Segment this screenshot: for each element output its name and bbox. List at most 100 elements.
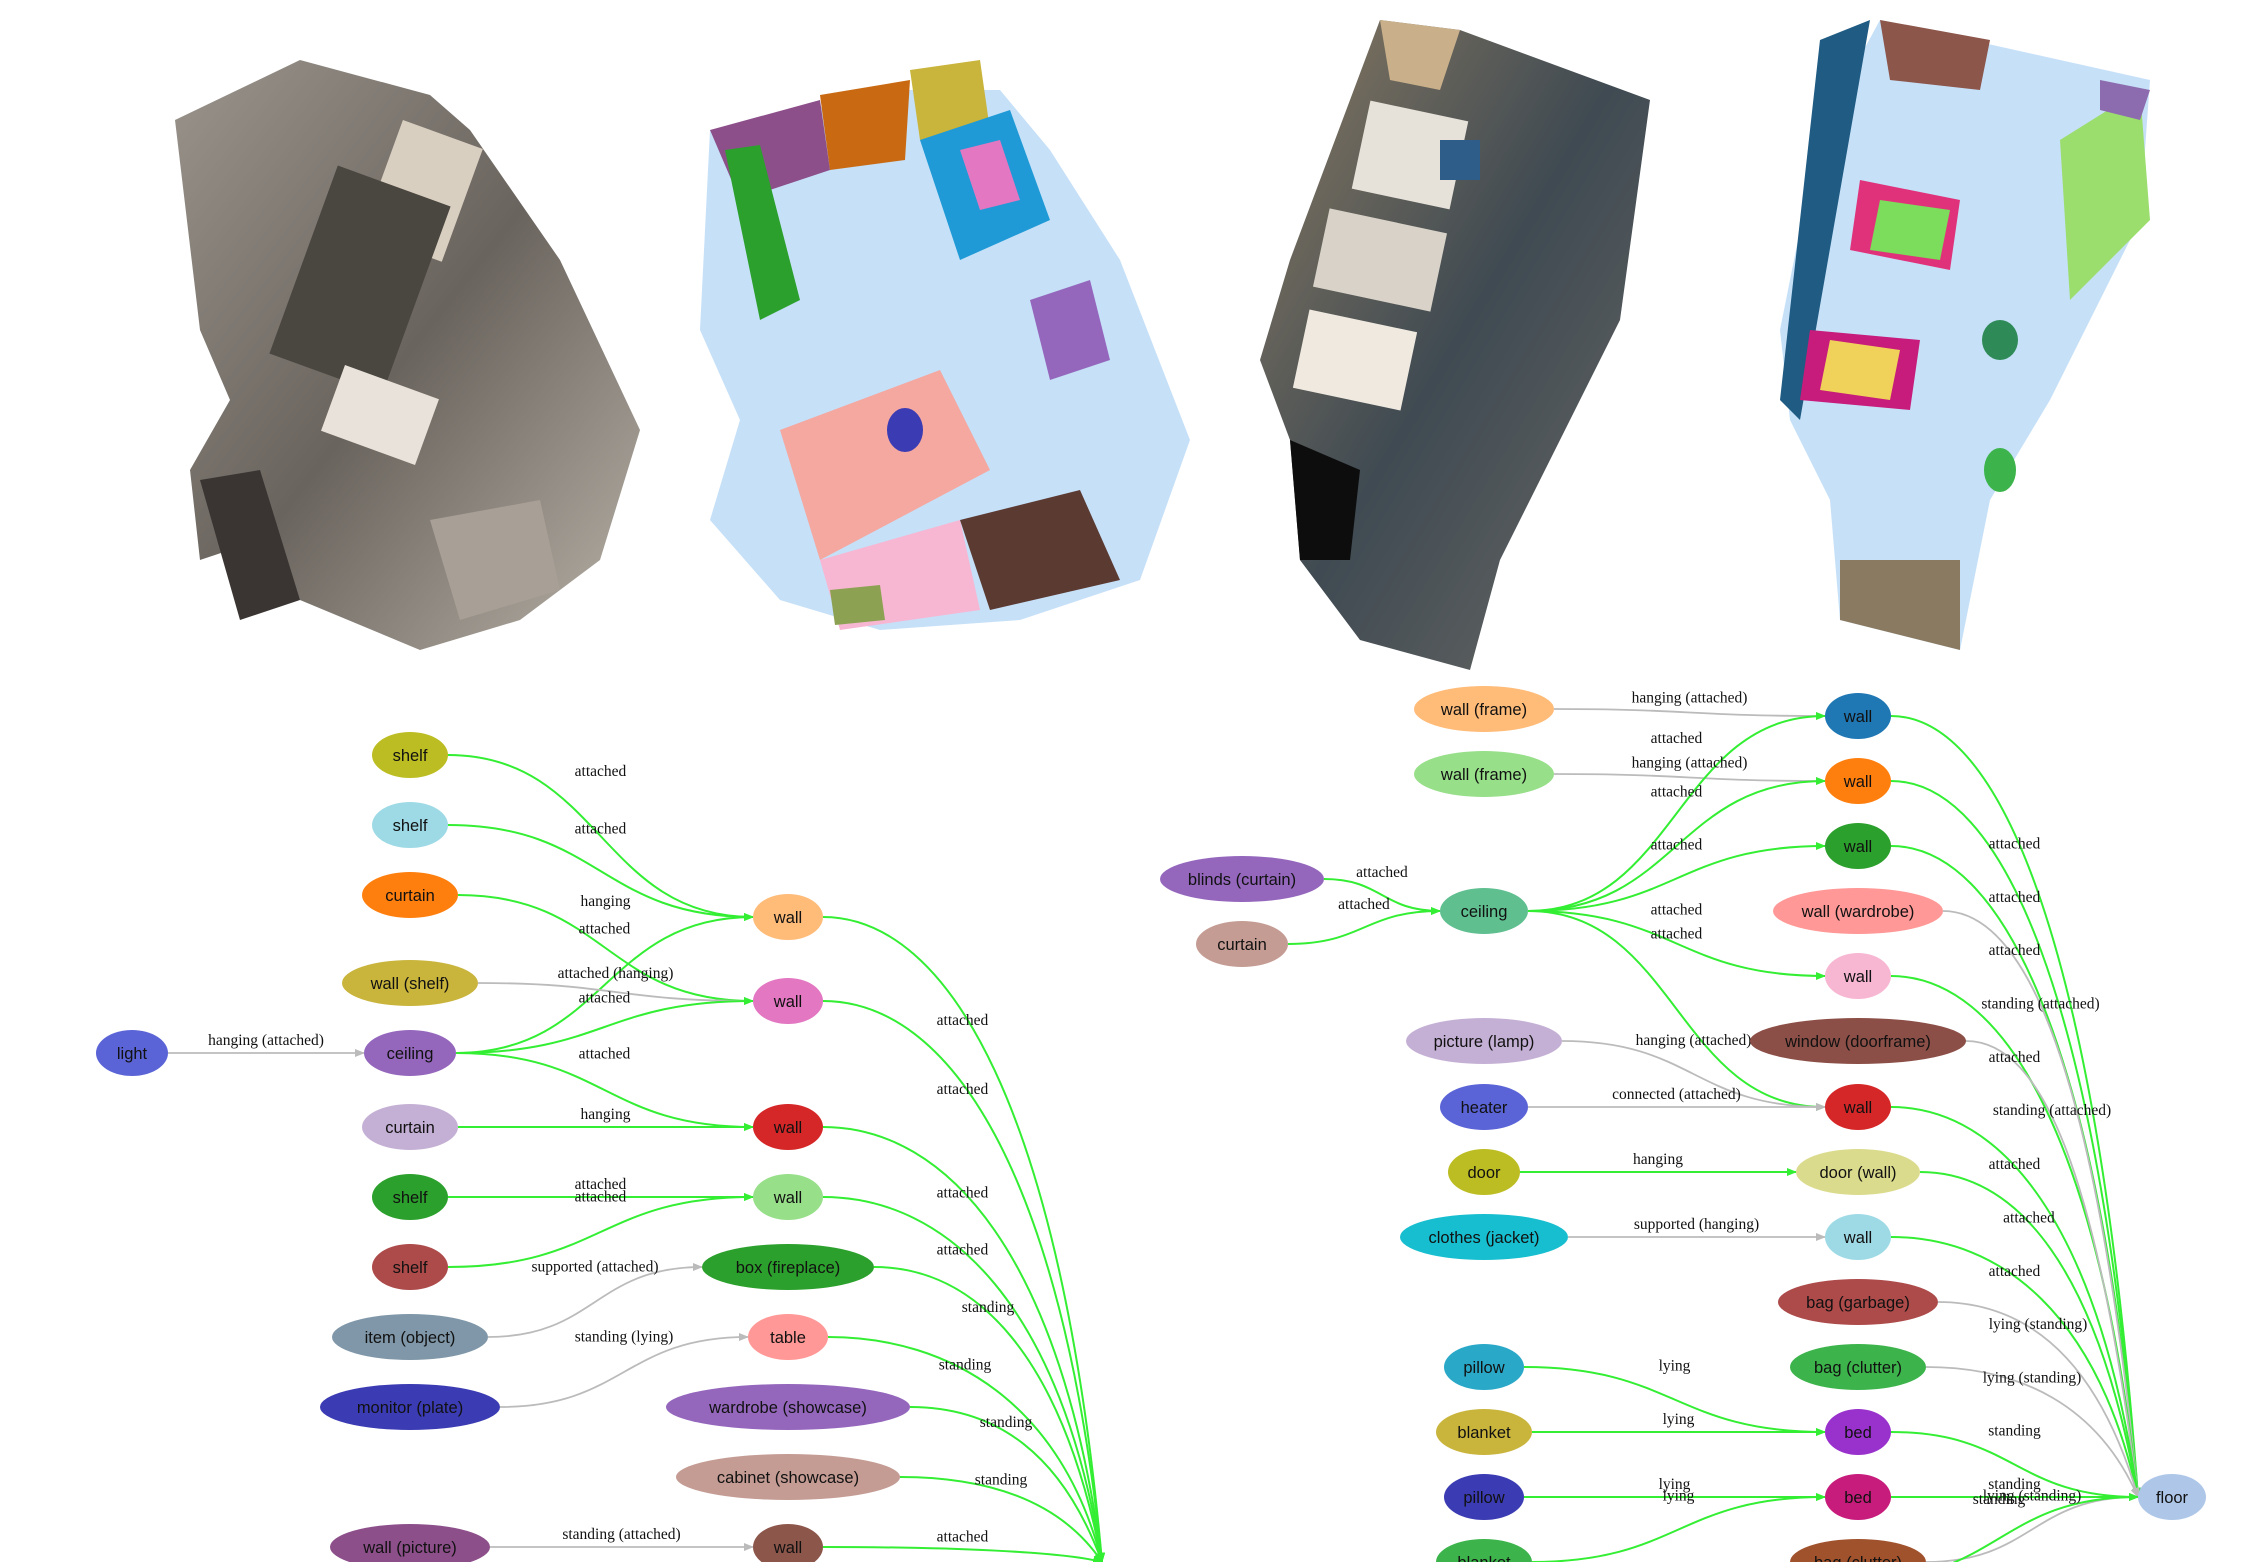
right_graph-node-R_wall_red: wall	[1825, 1084, 1891, 1130]
left_graph-edge-L_item-L_box	[487, 1263, 703, 1338]
right_graph-edge-R_wallframe2-R_wall_orange	[1553, 773, 1826, 785]
right_graph-edge-label: lying (standing)	[1983, 1488, 2082, 1505]
right_graph-node-label: blanket	[1457, 1424, 1511, 1442]
right_graph-node-label: wall (wardrobe)	[1801, 903, 1915, 921]
right_graph-node-shape	[1160, 856, 1324, 902]
right_graph-node-label: bed	[1844, 1489, 1872, 1507]
left_graph-node-label: wall	[773, 993, 802, 1011]
right_graph-edge-label: lying	[1659, 1358, 1691, 1375]
right_graph-node-shape	[2138, 1474, 2206, 1520]
right_graph-node-R_wall_green: wall	[1825, 823, 1891, 869]
left_graph-edge-L_curtain1-L_wall2	[457, 894, 754, 1005]
right_graph-node-label: floor	[2156, 1489, 2189, 1507]
left_graph-node-L_wall4: wall	[753, 1174, 823, 1220]
right_graph-edge-label: attached	[1989, 836, 2041, 853]
left_graph-node-shape	[748, 1314, 828, 1360]
right_graph-node-R_pillow2: pillow	[1444, 1474, 1524, 1520]
edges	[168, 708, 2142, 1562]
left_graph-edge-label: standing	[939, 1357, 992, 1374]
right_graph-node-label: wall	[1843, 968, 1872, 986]
right_graph-edge-label: attached	[1989, 1263, 2041, 1280]
left_graph-node-label: shelf	[393, 817, 428, 835]
left_graph-node-L_wall3: wall	[753, 1104, 823, 1150]
scene-4-segmentation	[1780, 20, 2150, 650]
left_graph-node-shape	[362, 872, 458, 918]
right_graph-edge-label: hanging (attached)	[1632, 754, 1748, 771]
left_graph-node-label: monitor (plate)	[357, 1399, 463, 1417]
left_graph-node-label: wall	[773, 1539, 802, 1557]
right_graph-node-label: wall	[1843, 1099, 1872, 1117]
right_graph-edge-label: lying	[1663, 1411, 1695, 1428]
left_graph-edge-L_ceiling-L_wall3	[455, 1052, 754, 1131]
left_graph-node-L_shelf4: shelf	[372, 1244, 448, 1290]
left_graph-edge-label: attached	[575, 1189, 627, 1206]
right_graph-node-R_blinds: blinds (curtain)	[1160, 856, 1324, 902]
right_graph-node-R_wall_wardrobe: wall (wardrobe)	[1773, 888, 1943, 934]
left_graph-edge-label: attached	[937, 1242, 989, 1259]
right_graph-node-label: bag (clutter)	[1814, 1554, 1902, 1562]
left_graph-edge-label: supported (attached)	[532, 1259, 659, 1276]
right_graph-node-label: bed	[1844, 1424, 1872, 1442]
left_graph-node-shape	[332, 1314, 488, 1360]
left_graph-node-label: wall	[773, 1119, 802, 1137]
right_graph-edge-R_ceiling-R_wall_red	[1527, 910, 1826, 1111]
left_graph-node-L_cabinet: cabinet (showcase)	[676, 1454, 900, 1500]
left_graph-node-label: wall	[773, 1189, 802, 1207]
left_graph-edge-L_wall4-L_sink	[822, 1196, 1105, 1562]
left_graph-node-L_wallshelf: wall (shelf)	[342, 960, 478, 1006]
right_graph-node-label: curtain	[1217, 936, 1267, 954]
left_graph-node-L_wall2: wall	[753, 978, 823, 1024]
right_graph-node-R_clothes: clothes (jacket)	[1400, 1214, 1568, 1260]
right_graph-node-R_window: window (doorframe)	[1750, 1018, 1966, 1064]
left_graph-edge-L_wall5-L_sink	[822, 1546, 1103, 1562]
left_graph-node-L_box: box (fireplace)	[702, 1244, 874, 1290]
left_graph-node-L_light: light	[96, 1030, 168, 1076]
left_graph-node-L_shelf2: shelf	[372, 802, 448, 848]
right_graph-node-R_bed1: bed	[1825, 1409, 1891, 1455]
right_graph-node-label: picture (lamp)	[1434, 1033, 1535, 1051]
left_graph-node-shape	[372, 802, 448, 848]
right_graph-edge-label: hanging (attached)	[1632, 689, 1748, 706]
left_graph-node-shape	[342, 960, 478, 1006]
left_graph-edge-label: hanging (attached)	[208, 1032, 324, 1049]
right_graph-node-R_bag_garbage: bag (garbage)	[1778, 1279, 1938, 1325]
right_graph-node-shape	[1778, 1279, 1938, 1325]
right_graph-edge-R_ceiling-R_wall_blue	[1527, 712, 1826, 912]
right_graph-node-R_wall_cyan: wall	[1825, 1214, 1891, 1260]
right_graph-node-shape	[1440, 1084, 1528, 1130]
left_graph-edge-label: attached	[575, 763, 627, 780]
left_graph-edge-L_wardrobe-L_sink	[909, 1406, 1103, 1562]
left_graph-node-shape	[702, 1244, 874, 1290]
right_graph-node-shape	[1440, 888, 1528, 934]
right_graph-node-shape	[1444, 1474, 1524, 1520]
right_graph-edge-label: attached	[1989, 889, 2041, 906]
right_graph-edge-label: standing (attached)	[1981, 995, 2099, 1012]
right_graph-node-shape	[1790, 1539, 1926, 1562]
right_graph-edge-R_bag_garbage-R_floor	[1937, 1301, 2140, 1498]
right_graph-node-label: wall	[1843, 773, 1872, 791]
right_graph-node-label: blinds (curtain)	[1188, 871, 1296, 889]
right_graph-edge-label: attached	[1651, 925, 1703, 942]
left_graph-node-label: light	[117, 1045, 148, 1063]
scene-renders	[175, 20, 2150, 670]
scene-1-photo	[175, 60, 640, 650]
left_graph-node-L_ceiling: ceiling	[364, 1030, 456, 1076]
left_graph-edge-label: attached	[937, 1529, 989, 1546]
left_graph-edge-L_ceiling-L_wall1	[455, 913, 754, 1054]
right_graph-edge-label: supported (hanging)	[1634, 1216, 1759, 1233]
left_graph-node-label: ceiling	[387, 1045, 434, 1063]
left_graph-edge-L_shelf2-L_wall1	[447, 824, 754, 921]
right_graph-node-shape	[1825, 693, 1891, 739]
left_graph-node-L_wall1: wall	[753, 894, 823, 940]
left_graph-edge-label: hanging	[581, 893, 631, 910]
left_graph-edge-label: standing	[980, 1414, 1033, 1431]
left_graph-node-L_wallpic: wall (picture)	[330, 1524, 490, 1562]
right_graph-node-shape	[1825, 823, 1891, 869]
left_graph-node-label: box (fireplace)	[736, 1259, 841, 1277]
left_graph-node-label: shelf	[393, 1189, 428, 1207]
right_graph-node-R_ceiling: ceiling	[1440, 888, 1528, 934]
right_graph-node-shape	[1825, 953, 1891, 999]
right_graph-node-R_door: door	[1448, 1149, 1520, 1195]
right_graph-node-R_bed2: bed	[1825, 1474, 1891, 1520]
right_graph-node-label: bag (garbage)	[1806, 1294, 1910, 1312]
